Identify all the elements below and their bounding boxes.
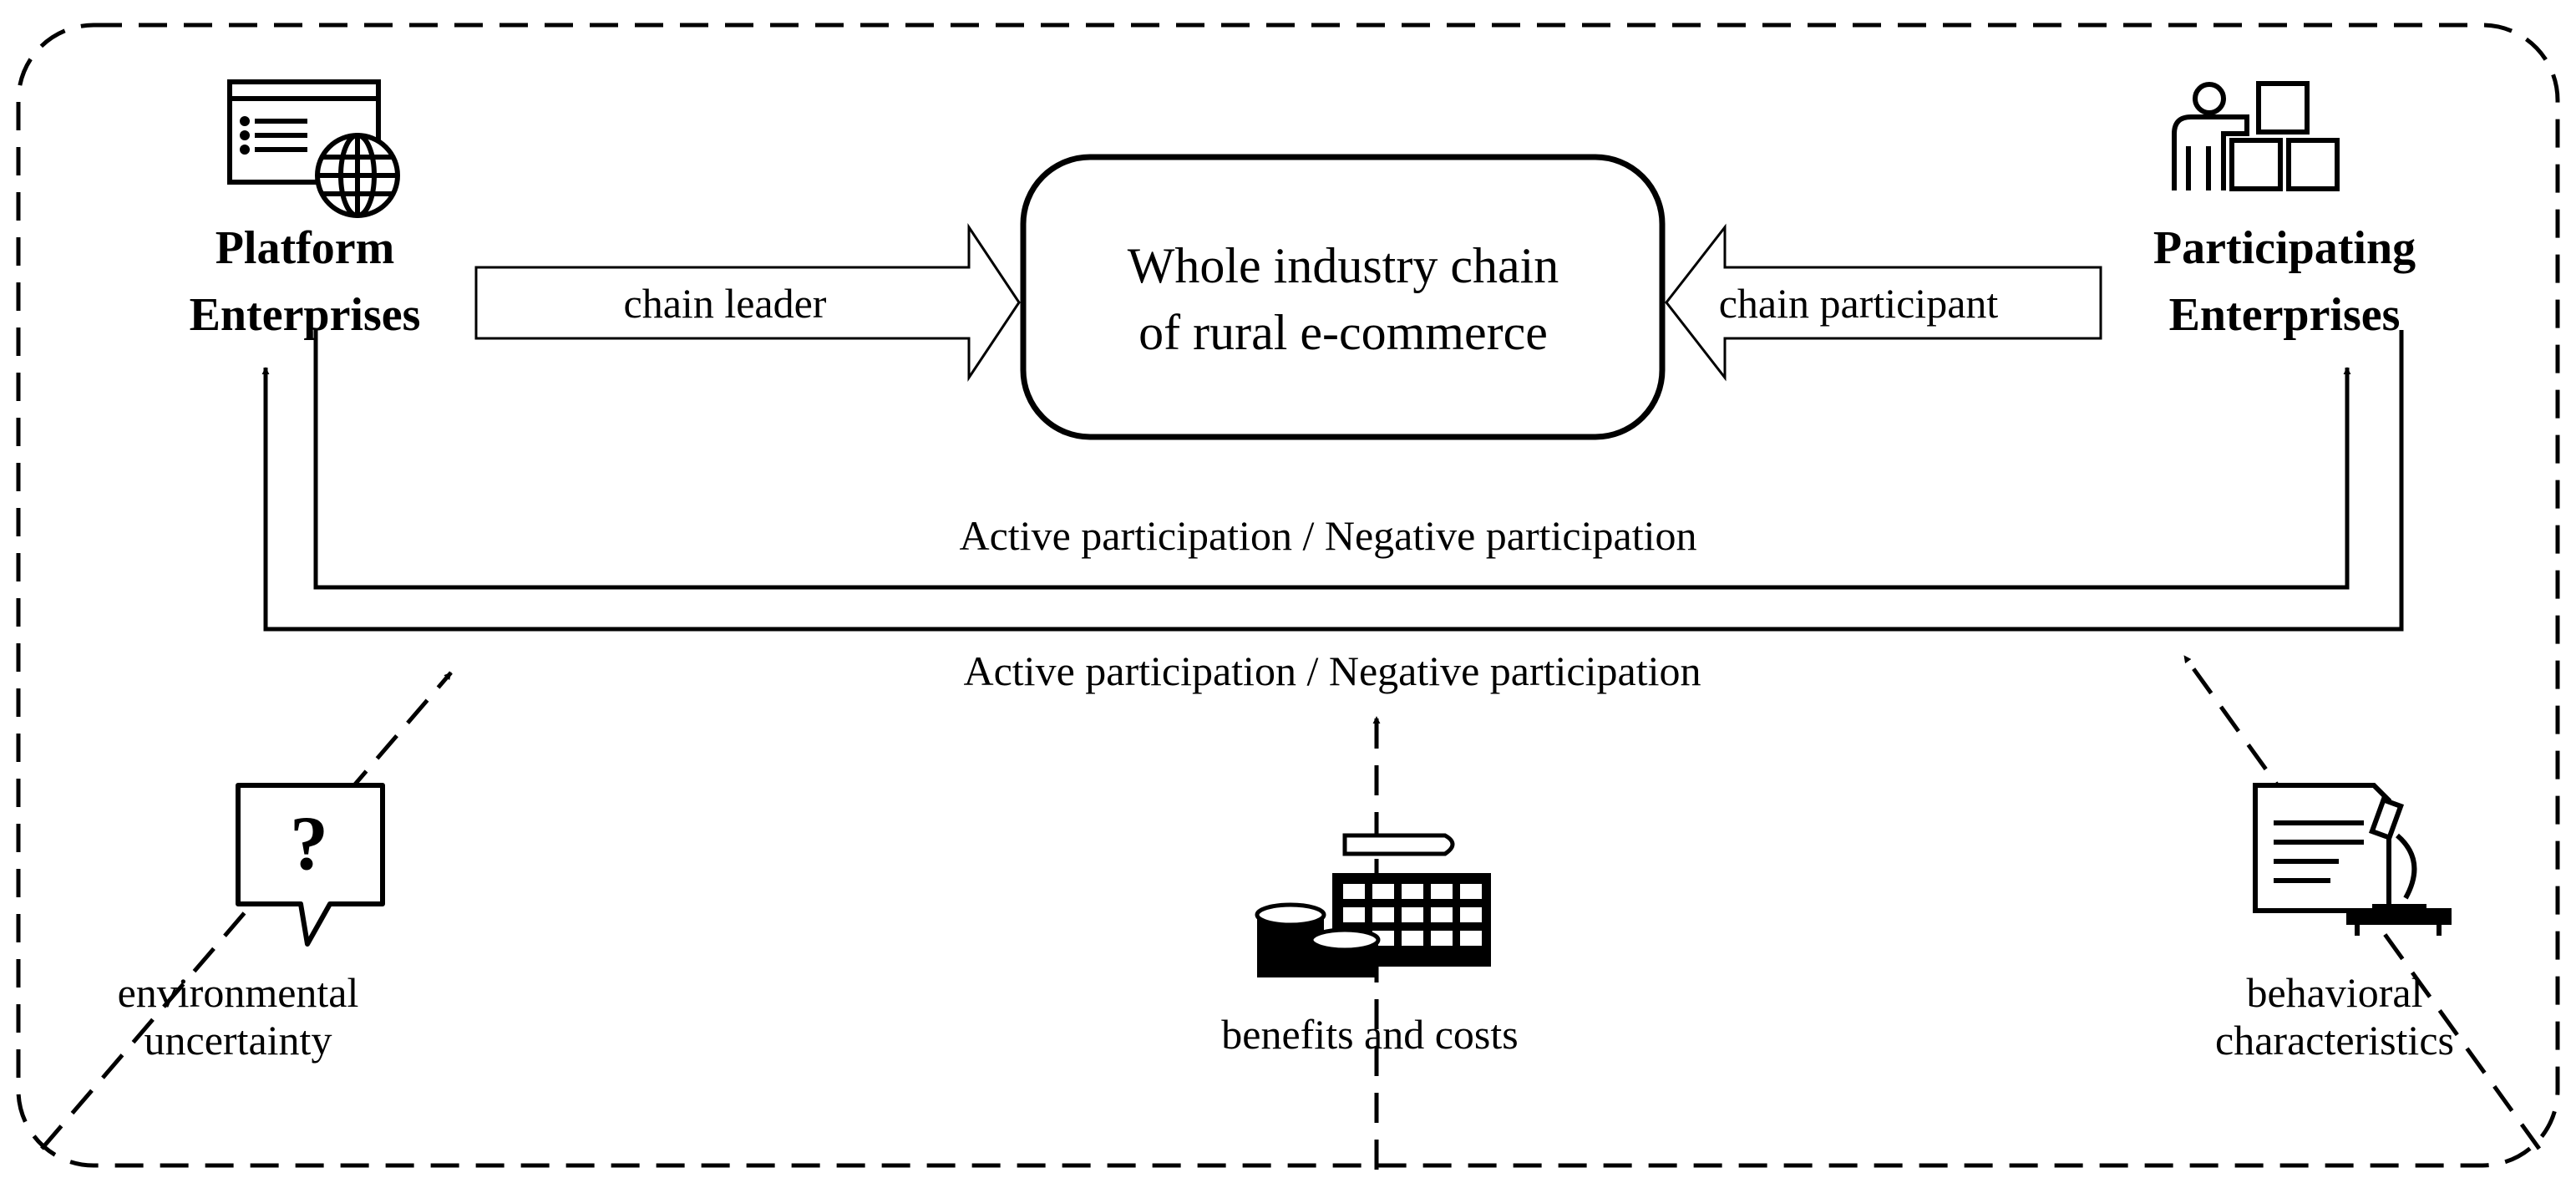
center-box-line1: Whole industry chain <box>1128 238 1559 293</box>
lower-participation-path <box>261 330 2404 632</box>
behavioral-label-line1: behavioral <box>2246 969 2422 1016</box>
upper-participation-path <box>313 330 2351 590</box>
participating-title-line2: Enterprises <box>2169 289 2401 341</box>
coins-calculator-icon <box>1255 833 1491 977</box>
platform-title-line1: Platform <box>216 222 395 274</box>
chain-participant-label: chain participant <box>1719 280 1999 327</box>
person-boxes-icon <box>2172 81 2340 191</box>
document-microscope-icon <box>2253 783 2452 936</box>
center-box-line2: of rural e-commerce <box>1138 305 1548 360</box>
environmental-label-line1: environmental <box>118 969 359 1016</box>
chain-participant-arrow <box>1665 223 2102 382</box>
upper-participation-label: Active participation / Negative particip… <box>959 512 1696 559</box>
benefits-label: benefits and costs <box>1221 1011 1518 1058</box>
svg-text:?: ? <box>290 800 328 886</box>
outer-dashed-border <box>16 23 2560 1168</box>
lower-participation-label: Active participation / Negative particip… <box>963 647 1701 694</box>
platform-title-line2: Enterprises <box>190 289 421 341</box>
environmental-label-line2: uncertainty <box>145 1017 332 1064</box>
participating-title-line1: Participating <box>2153 222 2416 274</box>
web-page-globe-icon <box>227 79 400 218</box>
environmental-dashed-arrow <box>40 671 453 1150</box>
behavioral-label-line2: characteristics <box>2215 1017 2454 1064</box>
chain-leader-arrow <box>474 223 1021 382</box>
chain-leader-label: chain leader <box>624 280 827 327</box>
center-box <box>1020 154 1666 440</box>
question-bubble-icon: ? <box>236 783 385 947</box>
